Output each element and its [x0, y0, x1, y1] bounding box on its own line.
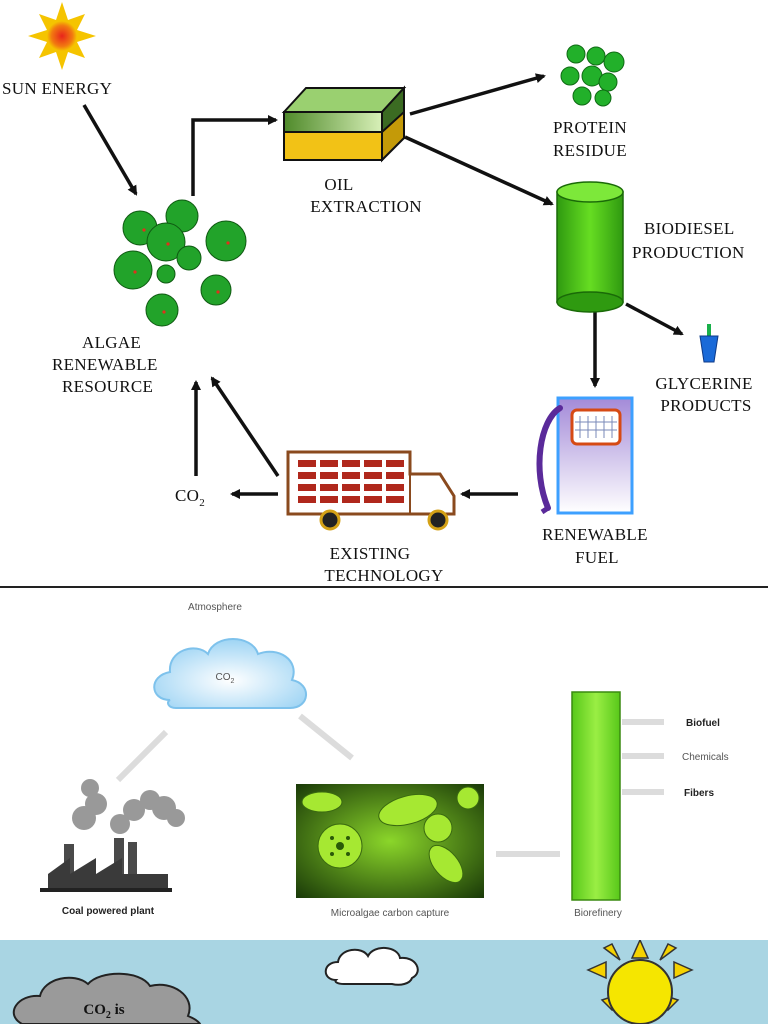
- small-cloud-icon: [324, 947, 419, 986]
- sun-icon-bottom: [586, 940, 694, 1024]
- biodiesel-label-line2: PRODUCTION: [632, 243, 745, 262]
- atmosphere-label: Atmosphere: [188, 602, 242, 613]
- biodiesel-label-line1: BIODIESEL: [644, 219, 735, 238]
- protein-label-line1: PROTEIN: [553, 118, 627, 137]
- arrow-oil-to-biodiesel: [404, 135, 554, 206]
- truck-icon: [286, 450, 456, 531]
- existing-tech-label-line1: EXISTING: [330, 544, 411, 563]
- algae-biofuel-cycle-panel: SUN ENERGY ALGAE RENEWABLE RESOURCE: [2, 2, 753, 584]
- oil-extraction-box: [281, 85, 407, 163]
- co2-label: CO2: [175, 486, 205, 509]
- arrow-plant-to-atmosphere: [115, 729, 169, 783]
- oil-label-line1: OIL: [324, 175, 353, 194]
- co2-cloud-icon: [12, 972, 202, 1024]
- microalgae-image: [296, 784, 484, 898]
- atmosphere-cloud-icon: [153, 638, 307, 709]
- arrow-oil-to-protein: [409, 73, 546, 116]
- algae-icon: [113, 199, 247, 327]
- cloud-co2-label: CO2: [216, 672, 235, 685]
- protein-residue-icon: [560, 44, 625, 107]
- output-fibers: Fibers: [684, 788, 714, 799]
- co2-cloud-label: CO2 is: [83, 1002, 124, 1021]
- glycerine-label-line2: PRODUCTS: [660, 396, 751, 415]
- arrow-biodiesel-to-glycerine: [625, 302, 684, 336]
- renewable-fuel-label-line2: FUEL: [575, 548, 619, 567]
- arrow-sun-to-algae: [82, 104, 138, 196]
- fuel-pump-icon: [536, 396, 634, 515]
- algae-label-line1: ALGAE: [82, 333, 141, 352]
- capture-caption: Microalgae carbon capture: [331, 908, 450, 919]
- protein-label-line2: RESIDUE: [553, 141, 627, 160]
- coal-plant-icon: [40, 779, 185, 892]
- biorefinery-column-icon: [571, 691, 621, 901]
- output-biofuel: Biofuel: [686, 718, 720, 729]
- renewable-fuel-label-line1: RENEWABLE: [542, 525, 648, 544]
- co2-absorption-panel: CO2 is: [0, 940, 768, 1024]
- biodiesel-cylinder-icon: [556, 181, 624, 313]
- refinery-caption: Biorefinery: [574, 908, 622, 919]
- existing-tech-label-line2: TECHNOLOGY: [324, 566, 443, 584]
- algae-label-line3: RESOURCE: [62, 377, 153, 396]
- coal-plant-caption: Coal powered plant: [62, 906, 155, 917]
- oil-label-line2: EXTRACTION: [310, 197, 422, 216]
- carbon-capture-diagram: Atmosphere CO2 Coal powered plant: [40, 602, 729, 919]
- cycle-diagram: SUN ENERGY ALGAE RENEWABLE RESOURCE: [2, 2, 752, 584]
- arrow-algae-to-oil: [191, 115, 278, 196]
- sun-icon: [28, 2, 96, 70]
- sun-energy-label: SUN ENERGY: [2, 79, 112, 98]
- algae-label-line2: RENEWABLE: [52, 355, 158, 374]
- carbon-capture-panel: Atmosphere CO2 Coal powered plant: [0, 586, 768, 940]
- output-chemicals: Chemicals: [682, 752, 729, 763]
- arrow-truck-to-algae: [210, 376, 280, 477]
- arrow-atmosphere-to-capture: [298, 713, 354, 761]
- co2-absorption-diagram: CO2 is: [12, 940, 694, 1024]
- glycerine-label-line1: GLYCERINE: [655, 374, 752, 393]
- glycerine-drop-icon: [699, 324, 719, 363]
